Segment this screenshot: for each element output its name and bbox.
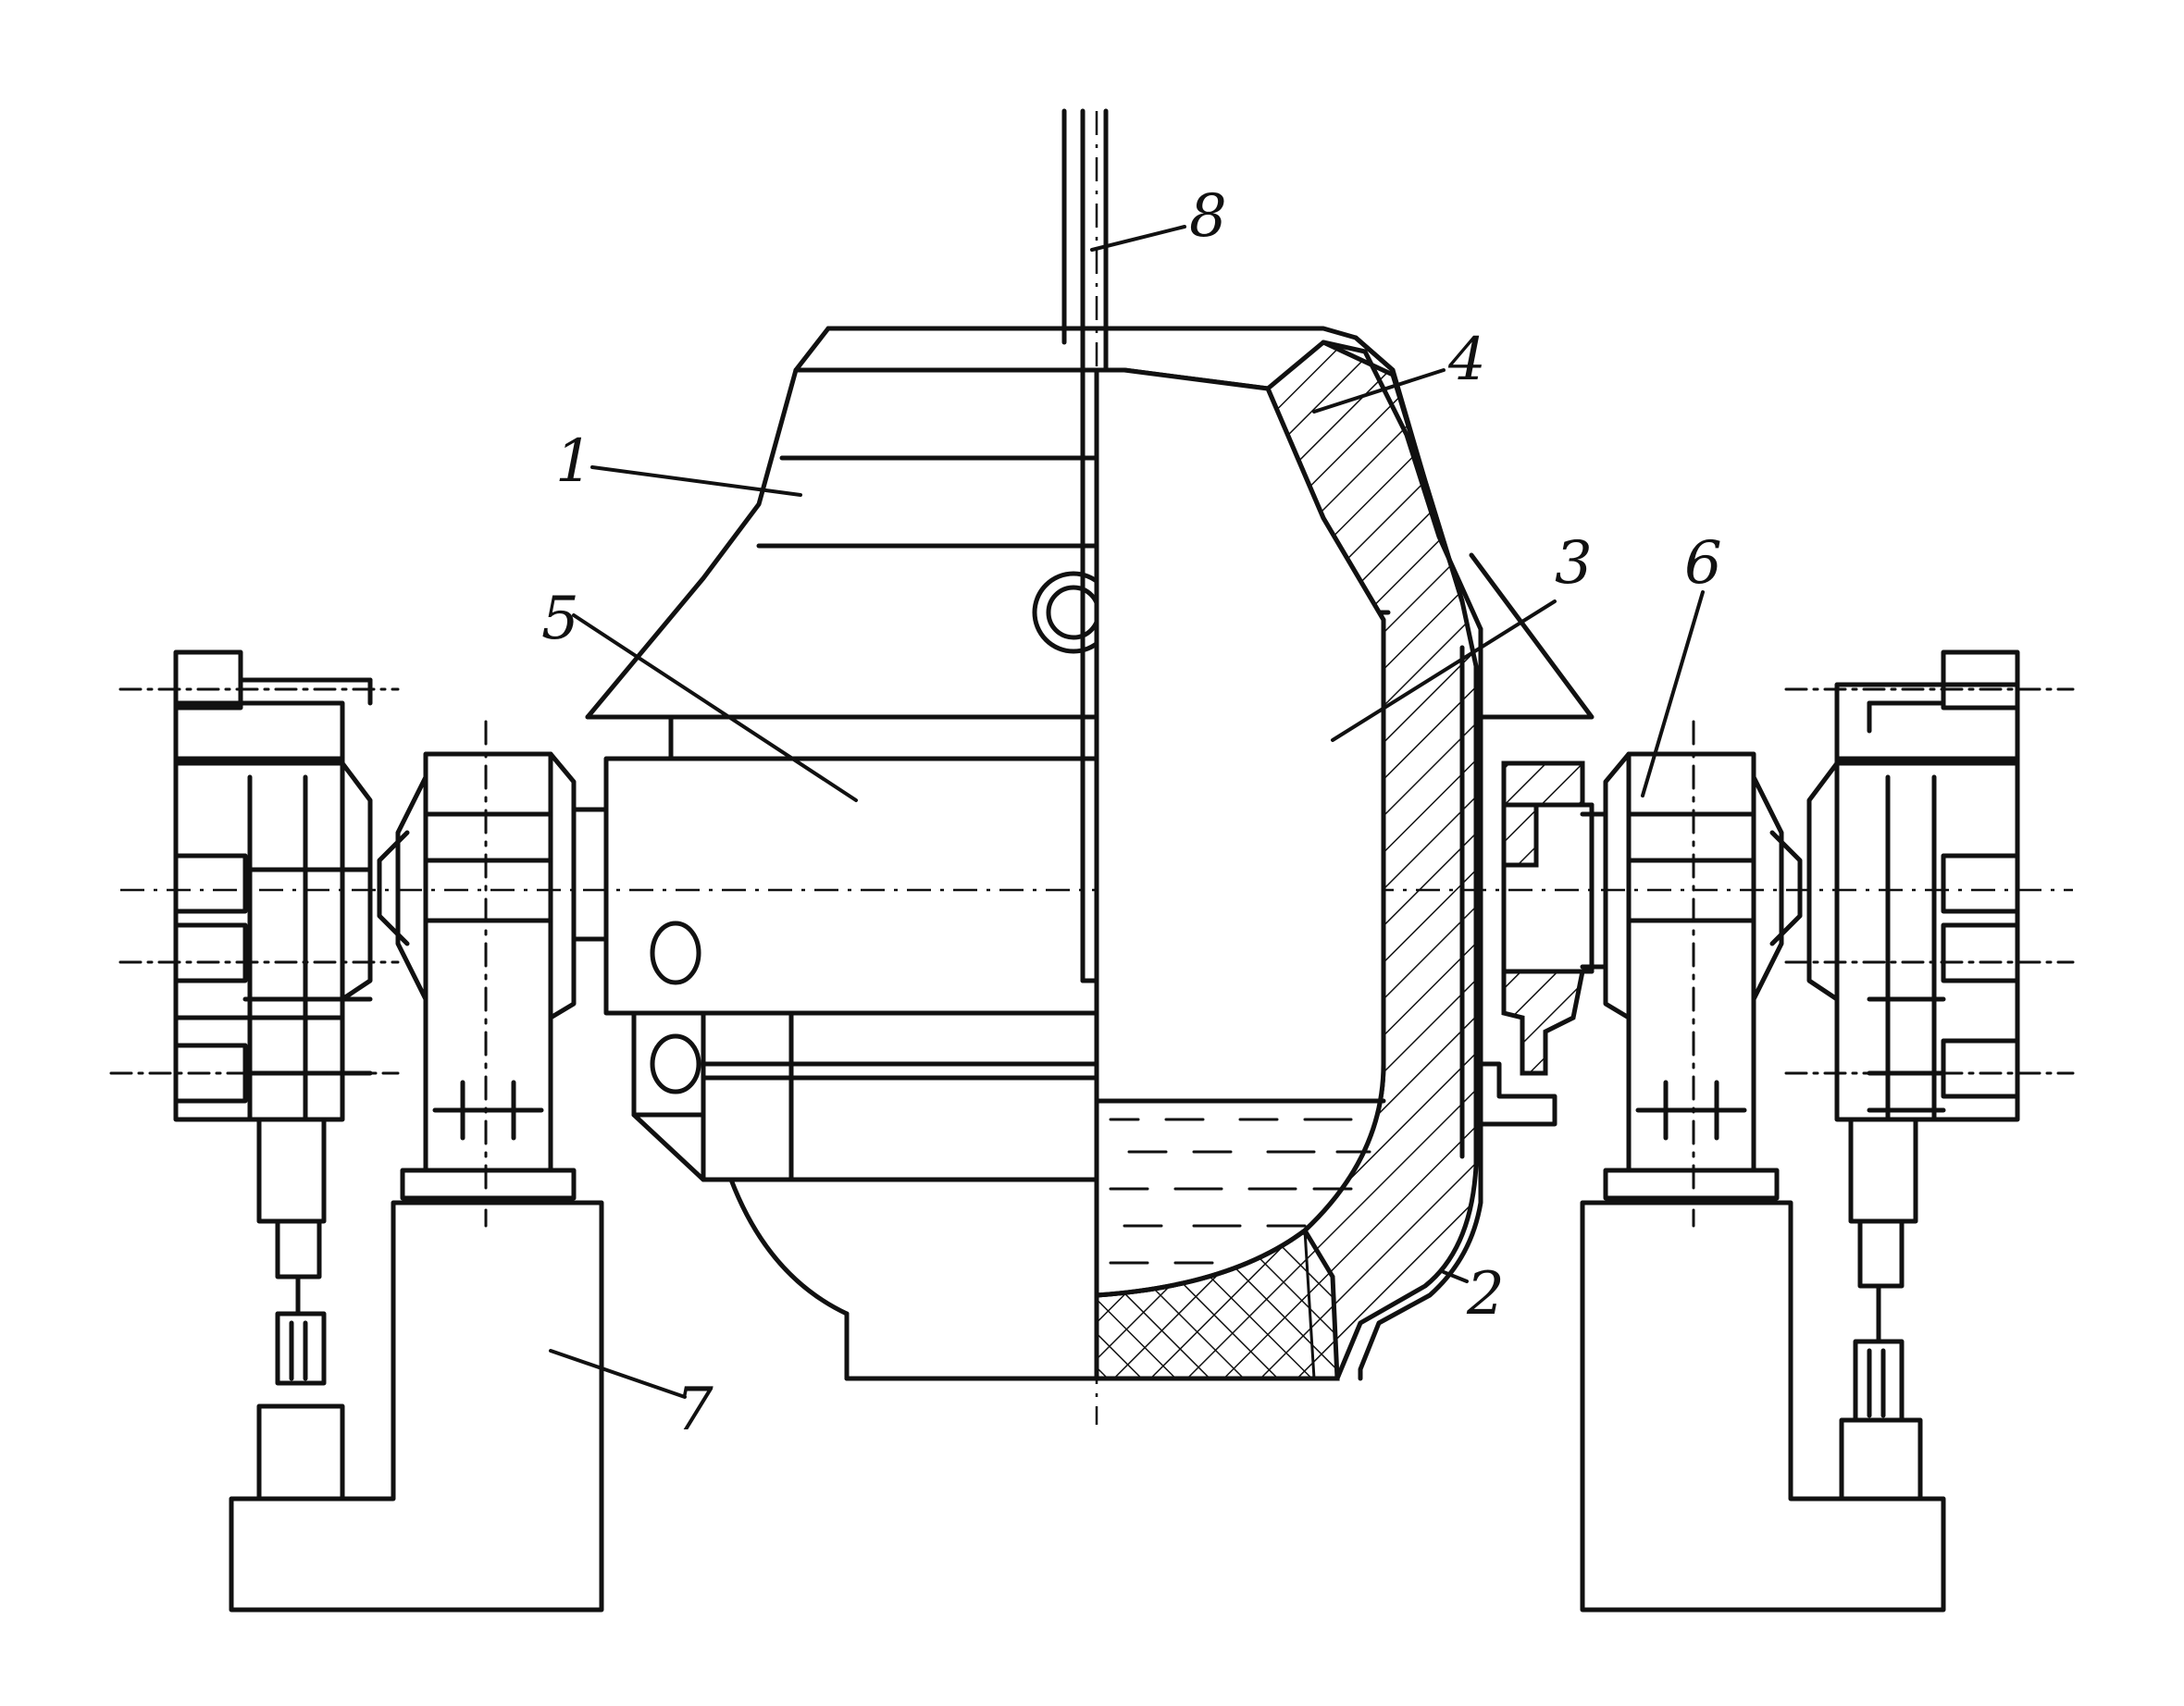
leader-3: [1331, 600, 1557, 742]
right-drive-gearbox: [1784, 649, 2075, 1502]
label-3: 3: [1555, 529, 1593, 598]
leader-1: [590, 465, 802, 497]
label-7: 7: [676, 1376, 714, 1444]
left-support-pedestal: [229, 1200, 604, 1613]
left-trunnion-bearing: [377, 720, 609, 1228]
right-support-pedestal: [1580, 1200, 1946, 1613]
label-5: 5: [541, 585, 579, 653]
leader-8: [1090, 225, 1186, 252]
leader-2: [1442, 1270, 1469, 1283]
right-trunnion-bearing: [1580, 720, 1803, 1228]
leader-4: [1312, 368, 1446, 414]
leader-5: [572, 613, 858, 802]
leader-lines: [549, 225, 1705, 1399]
label-1: 1: [555, 427, 593, 496]
leader-6: [1641, 590, 1705, 797]
converter-section: [844, 335, 1595, 1381]
label-6: 6: [1684, 529, 1722, 598]
metal-bath-dashes: [1109, 1118, 1371, 1265]
label-2: 2: [1466, 1260, 1505, 1329]
leader-7: [549, 1349, 687, 1399]
left-drive-gearbox: [109, 649, 400, 1502]
label-4: 4: [1447, 326, 1486, 394]
label-8: 8: [1189, 182, 1227, 251]
